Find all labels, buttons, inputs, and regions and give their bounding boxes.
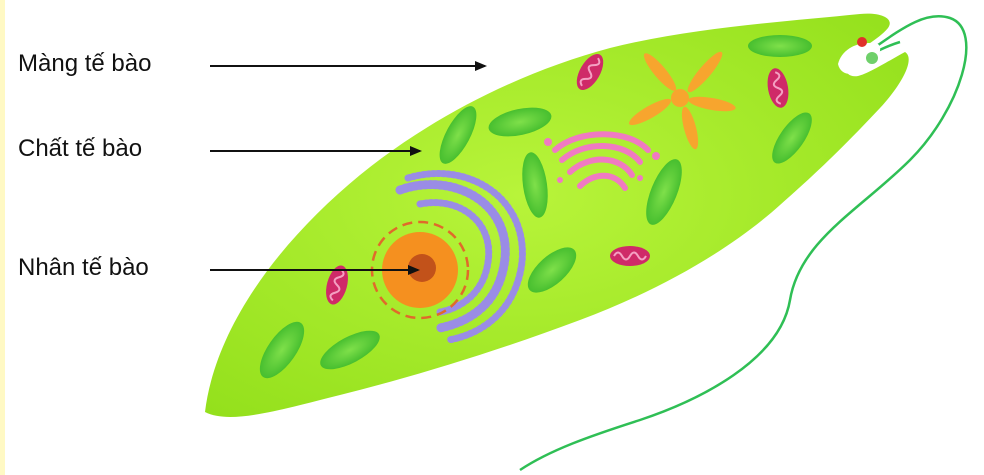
basal-body (866, 52, 878, 64)
label-nucleus: Nhân tế bào (18, 254, 149, 282)
eyespot (857, 37, 867, 47)
chloroplast (748, 35, 812, 57)
nucleolus (408, 254, 436, 282)
label-cytoplasm: Chất tế bào (18, 135, 142, 163)
cell-body (205, 14, 909, 417)
label-membrane: Màng tế bào (18, 50, 151, 78)
